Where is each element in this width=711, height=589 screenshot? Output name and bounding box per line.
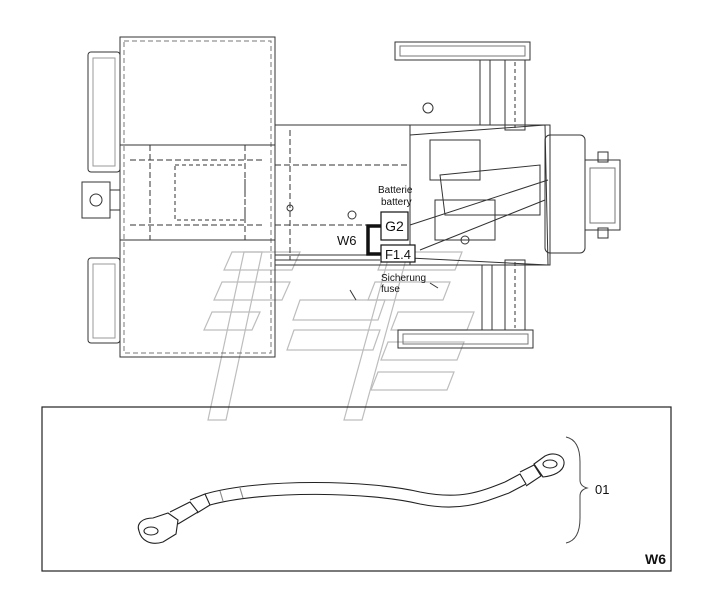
fuse-de-label: Sicherung [381,273,426,284]
cable-id-label: W6 [337,233,357,248]
fuse-f1-4: F1.4 [380,244,416,263]
battery-de-label: Batterie [378,185,413,196]
part-number-label: 01 [595,482,609,497]
battery-g2: G2 [380,211,409,241]
cable-w6-route [366,224,381,256]
cable-detail-panel [41,406,672,572]
battery-en-label: battery [381,197,412,208]
battery-cable-drawing [137,453,565,544]
watermark-logo [203,251,475,421]
detail-tag-label: W6 [645,551,666,567]
fuse-id-label: F1.4 [385,247,411,262]
part-bracket [565,436,589,544]
battery-id-label: G2 [385,218,404,234]
fuse-en-label: fuse [381,284,400,295]
machine-top-view [81,36,621,358]
